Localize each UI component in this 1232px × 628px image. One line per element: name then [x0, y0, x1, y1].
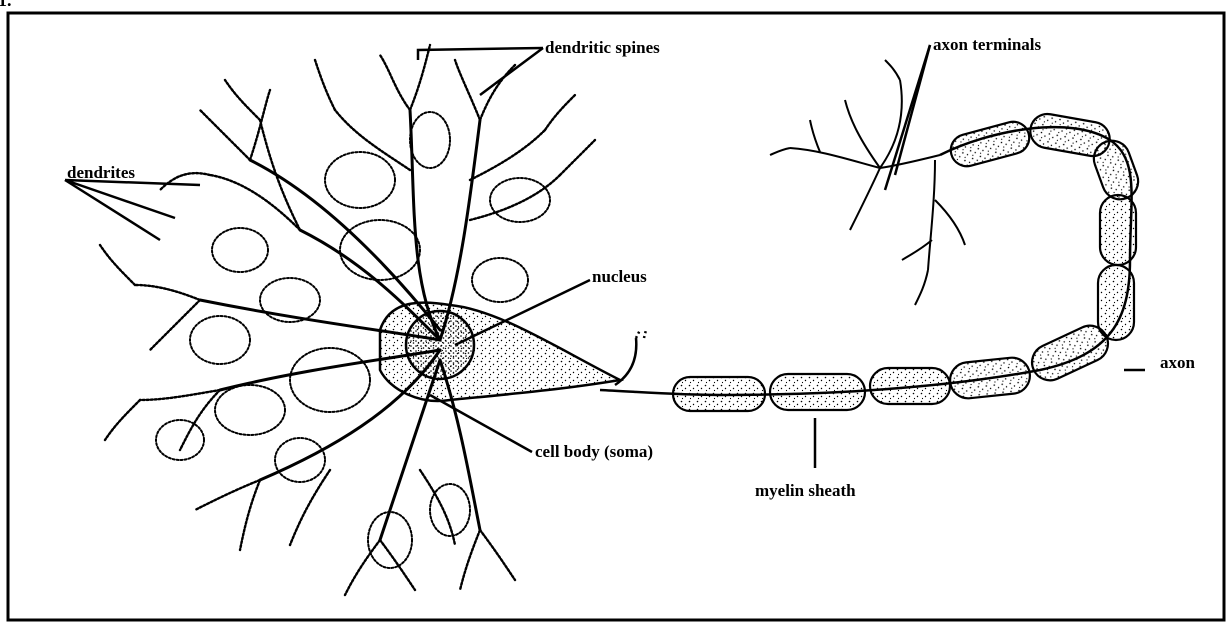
figure-number: 1. — [0, 0, 12, 10]
label-axon-terminals: axon terminals — [933, 35, 1042, 54]
axon-terminal-branches — [770, 60, 965, 305]
axon-collateral — [615, 330, 646, 385]
label-axon: axon — [1160, 353, 1196, 372]
figure-frame — [8, 13, 1224, 620]
leader-lines — [65, 45, 1145, 468]
label-dendritic-spines: dendritic spines — [545, 38, 660, 57]
label-cell-body: cell body (soma) — [535, 442, 653, 461]
label-dendrites: dendrites — [67, 163, 135, 182]
label-nucleus: nucleus — [592, 267, 647, 286]
dendritic-tree — [100, 45, 595, 595]
label-myelin-sheath: myelin sheath — [755, 481, 856, 500]
nucleus — [406, 311, 474, 379]
myelin-sheath — [673, 111, 1143, 411]
